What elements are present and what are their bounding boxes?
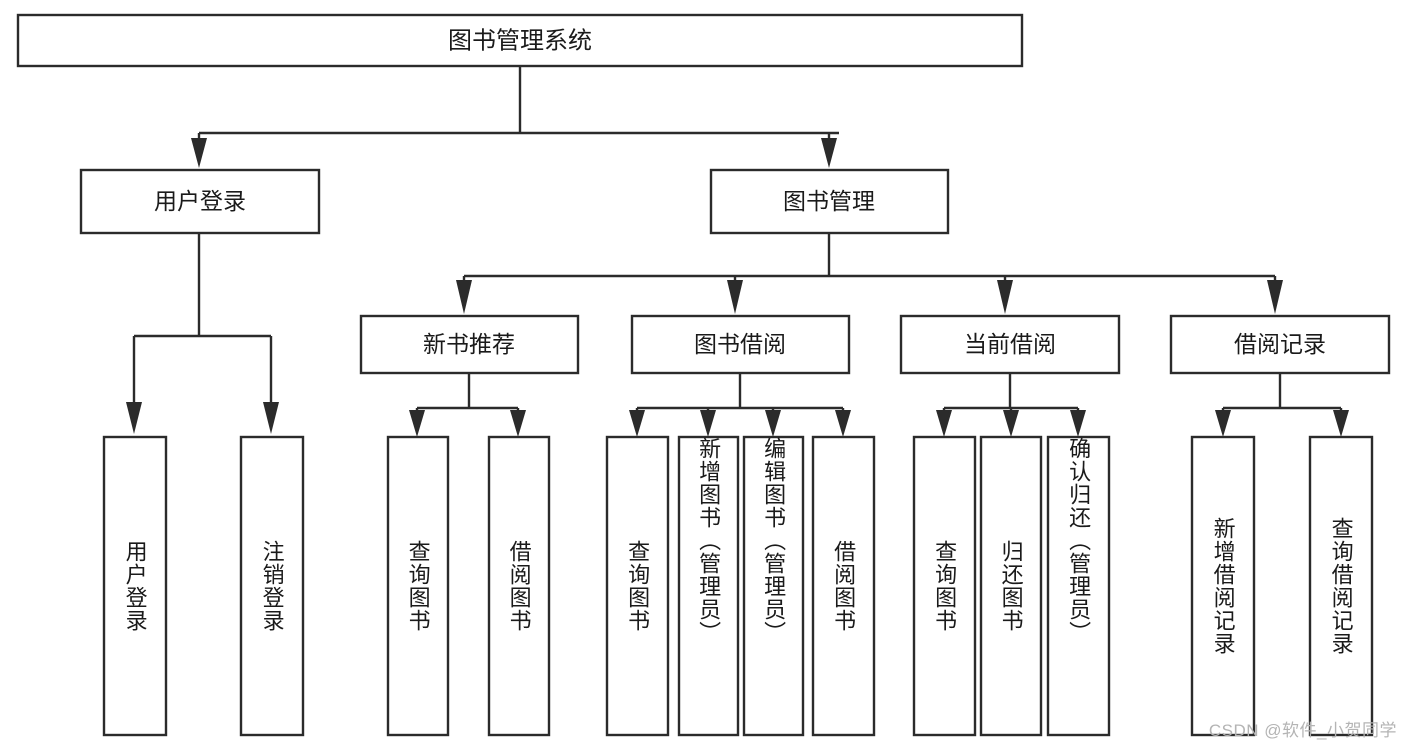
connector-root-to-level2 <box>191 66 839 168</box>
arrow-head-leaf-5 <box>629 410 645 437</box>
node-borrow-records-label: 借阅记录 <box>1234 331 1326 357</box>
arrow-head-leaf-1 <box>126 402 142 434</box>
arrow-head-leaf-11 <box>1070 410 1086 437</box>
arrow-head-leaf-9 <box>936 410 952 437</box>
arrow-head-l3-borrow <box>727 280 743 314</box>
node-borrow-records[interactable]: 借阅记录 <box>1169 314 1391 375</box>
node-root-system[interactable]: 图书管理系统 <box>16 13 1024 68</box>
node-book-borrow-box[interactable] <box>630 314 851 375</box>
connector-bookmgmt-to-level3 <box>456 233 1283 314</box>
node-new-book-recommend[interactable]: 新书推荐 <box>359 314 580 375</box>
leaf-box-2[interactable] <box>239 435 305 737</box>
node-root-label: 图书管理系统 <box>448 27 592 54</box>
node-root-box[interactable] <box>16 13 1024 68</box>
leaf-box-10[interactable] <box>979 435 1043 737</box>
leaf-box-7[interactable] <box>742 435 805 737</box>
leaf-box-6[interactable] <box>677 435 740 737</box>
leaf-box-5[interactable] <box>605 435 670 737</box>
arrow-head-book-mgmt <box>821 138 837 168</box>
node-current-borrow[interactable]: 当前借阅 <box>899 314 1121 375</box>
connector-currentborrow-to-leaves <box>936 373 1086 437</box>
connector-borrowrecords-to-leaves <box>1215 373 1349 437</box>
node-book-borrow[interactable]: 图书借阅 <box>630 314 851 375</box>
arrow-head-leaf-12 <box>1215 410 1231 437</box>
node-borrow-records-box[interactable] <box>1169 314 1391 375</box>
node-user-login[interactable]: 用户登录 <box>79 168 321 235</box>
node-current-borrow-label: 当前借阅 <box>964 331 1056 357</box>
node-book-borrow-label: 图书借阅 <box>694 331 786 357</box>
node-new-book-recommend-box[interactable] <box>359 314 580 375</box>
arrow-head-l3-new-books <box>456 280 472 314</box>
arrow-head-leaf-6 <box>700 410 716 437</box>
csdn-watermark: CSDN @软件_小贺同学 <box>1208 721 1397 740</box>
arrow-head-leaf-3 <box>409 410 425 437</box>
leaf-boxes <box>102 435 1374 737</box>
node-book-management-box[interactable] <box>709 168 950 235</box>
leaf-box-12[interactable] <box>1190 435 1256 737</box>
node-user-login-label: 用户登录 <box>154 188 246 214</box>
leaf-box-1[interactable] <box>102 435 168 737</box>
arrow-head-user-login <box>191 138 207 168</box>
arrow-head-leaf-13 <box>1333 410 1349 437</box>
node-user-login-box[interactable] <box>79 168 321 235</box>
arrow-head-leaf-8 <box>835 410 851 437</box>
leaf-box-11[interactable] <box>1046 435 1111 737</box>
arrow-head-l3-records <box>1267 280 1283 314</box>
node-new-book-recommend-label: 新书推荐 <box>423 331 515 357</box>
leaf-box-13[interactable] <box>1308 435 1374 737</box>
connector-bookborrow-to-leaves <box>629 373 851 437</box>
arrow-head-leaf-10 <box>1003 410 1019 437</box>
node-book-management[interactable]: 图书管理 <box>709 168 950 235</box>
leaf-box-8[interactable] <box>811 435 876 737</box>
leaf-box-9[interactable] <box>912 435 977 737</box>
connector-newbooks-to-leaves <box>409 373 526 437</box>
arrow-head-l3-current <box>997 280 1013 314</box>
connector-userlogin-to-leaves <box>126 233 279 434</box>
leaf-box-4[interactable] <box>487 435 551 737</box>
leaf-box-3[interactable] <box>386 435 450 737</box>
node-current-borrow-box[interactable] <box>899 314 1121 375</box>
arrow-head-leaf-4 <box>510 410 526 437</box>
arrow-head-leaf-2 <box>263 402 279 434</box>
arrow-head-leaf-7 <box>765 410 781 437</box>
node-book-management-label: 图书管理 <box>783 188 875 214</box>
